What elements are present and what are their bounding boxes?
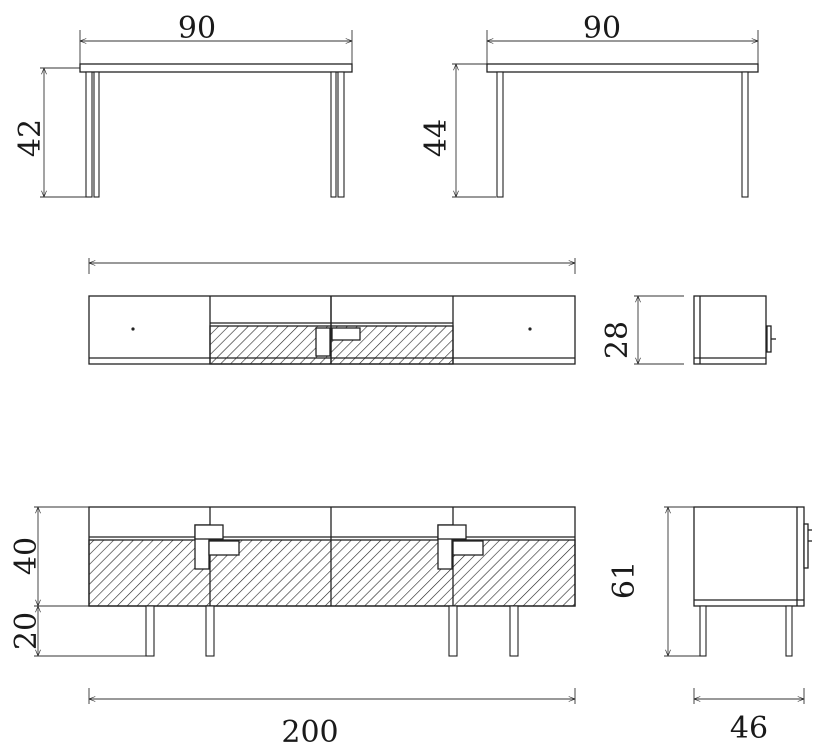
console-handle-left-horizontal	[208, 540, 240, 556]
wall-unit-front-view	[88, 258, 576, 365]
wall-unit-side-handle	[766, 325, 772, 353]
wall-unit-side-view: 28	[600, 295, 776, 365]
table-a-leg-left-inner	[93, 71, 100, 198]
console-side-view: 61 46	[607, 506, 812, 746]
table-b-height-label: 44	[419, 119, 454, 157]
console-handle-right-top	[437, 524, 467, 540]
wall-unit-height-label: 28	[600, 321, 635, 359]
table-a-leg-right-outer	[337, 71, 345, 198]
table-a-leg-right-inner	[330, 71, 337, 198]
console-side-leg-right	[785, 605, 793, 657]
table-b-top	[486, 63, 759, 73]
wall-unit-knob-left	[131, 327, 135, 331]
console-leg-height-label: 20	[9, 612, 44, 650]
console-front-view: 40 20 200	[9, 506, 576, 749]
table-a-top	[79, 63, 353, 73]
console-leg-4	[509, 605, 519, 657]
console-leg-1	[145, 605, 155, 657]
table-a-width-label: 90	[178, 11, 216, 46]
console-leg-3	[448, 605, 458, 657]
table-b-leg-right	[741, 71, 749, 198]
console-side-leg-left	[699, 605, 707, 657]
console-depth-label: 46	[730, 711, 768, 746]
table-b-leg-left	[496, 71, 504, 198]
wall-unit-handle-vertical	[315, 327, 331, 357]
table-b-width-label: 90	[583, 11, 621, 46]
console-handle-left-top	[194, 524, 224, 540]
console-upper-height-label: 40	[9, 537, 44, 575]
table-a-view: 90 42	[13, 11, 353, 198]
console-leg-2	[205, 605, 215, 657]
table-b-view: 90 44	[419, 11, 759, 198]
wall-unit-side-body	[693, 295, 767, 365]
console-total-height-label: 61	[607, 561, 642, 599]
table-a-height-label: 42	[13, 119, 48, 157]
console-hatched-panel	[88, 539, 576, 607]
table-a-leg-left-outer	[85, 71, 93, 198]
wall-unit-knob-right	[528, 327, 532, 331]
console-handle-right-horizontal	[452, 540, 484, 556]
console-side-handle	[803, 523, 809, 569]
console-side-body	[693, 506, 805, 607]
wall-unit-handle-horizontal	[331, 327, 361, 341]
console-width-label: 200	[281, 715, 338, 749]
